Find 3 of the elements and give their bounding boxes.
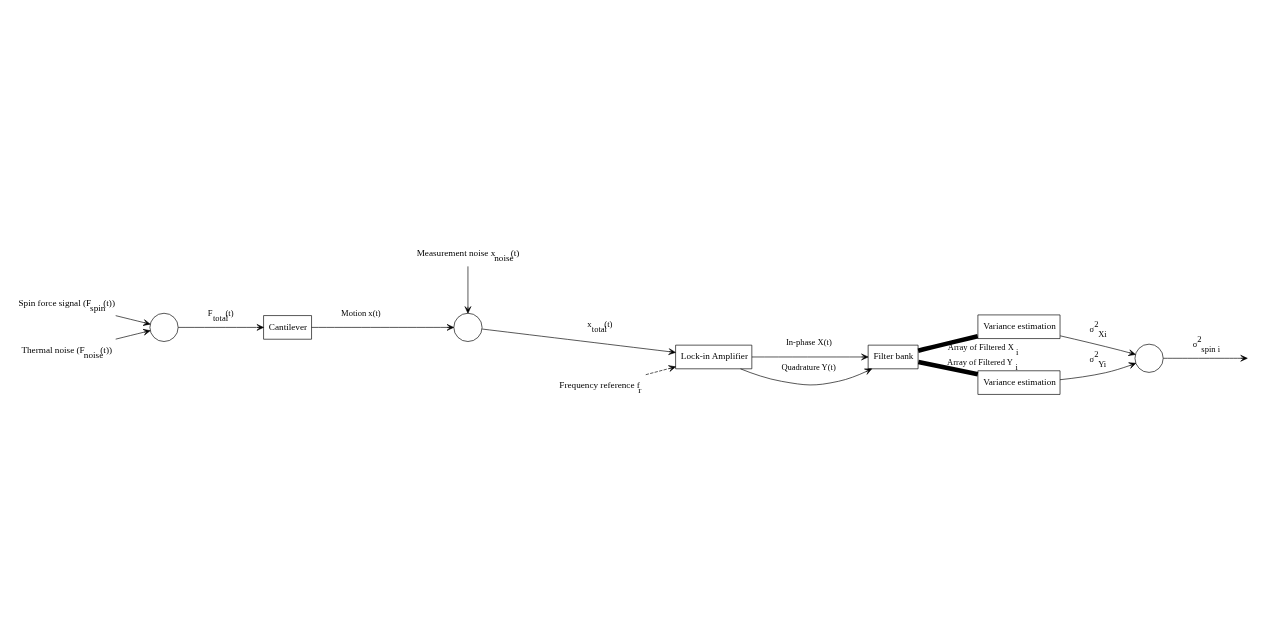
edge-label: Quadrature Y(t) <box>781 361 836 372</box>
edge-label: Motion x(t) <box>341 307 381 318</box>
edge-label: In-phase X(t) <box>786 337 832 348</box>
